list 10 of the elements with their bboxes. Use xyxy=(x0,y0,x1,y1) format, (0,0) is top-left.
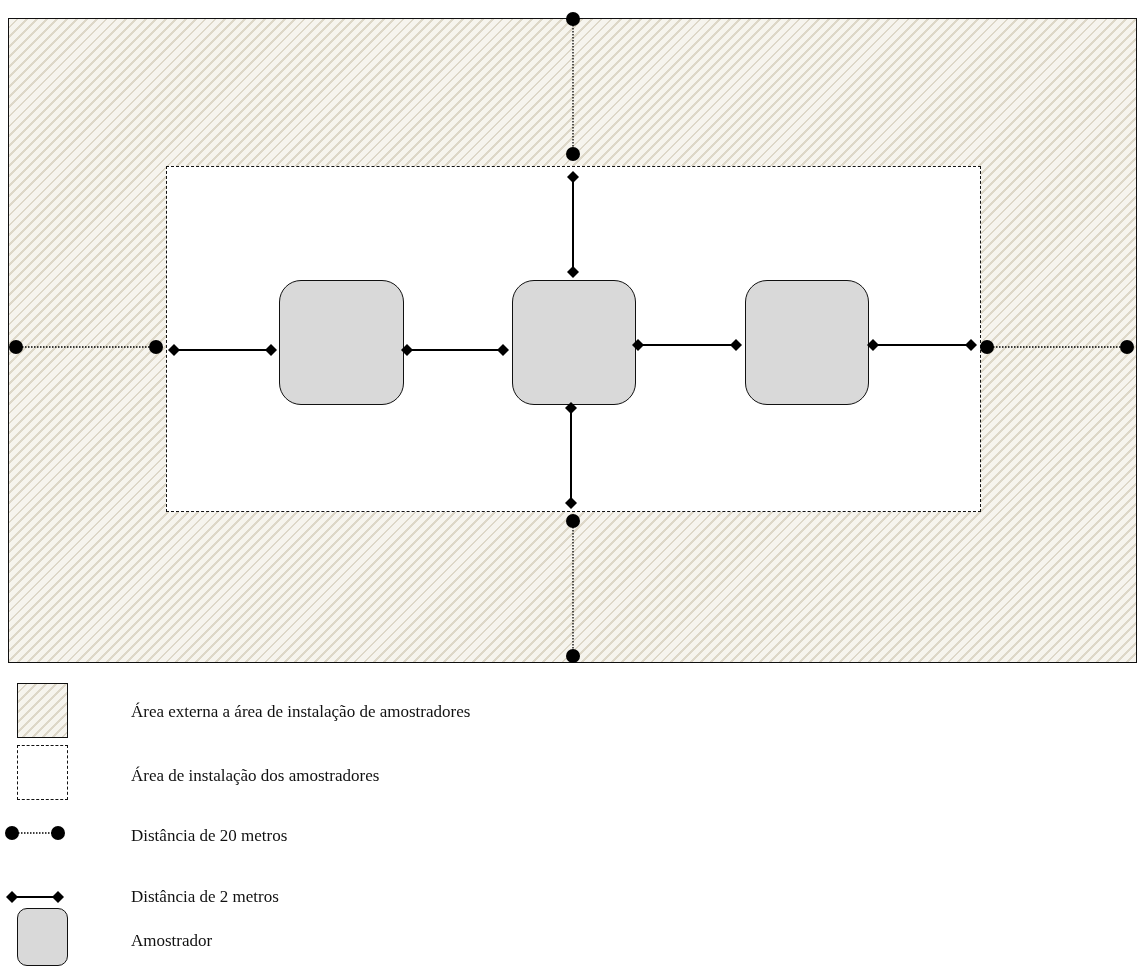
legend-label: Área externa a área de instalação de amostradores xyxy=(131,702,471,722)
legend-label: Distância de 2 metros xyxy=(131,887,279,907)
hatched-area xyxy=(8,18,1137,663)
legend-label: Amostrador xyxy=(131,931,213,951)
sampler-box xyxy=(279,280,404,405)
sampler-box xyxy=(512,280,636,405)
dashed-area xyxy=(166,166,981,512)
sampler-box xyxy=(745,280,869,405)
legend-label: Distância de 20 metros xyxy=(131,826,288,846)
legend-label: Área de instalação dos amostradores xyxy=(131,766,380,786)
